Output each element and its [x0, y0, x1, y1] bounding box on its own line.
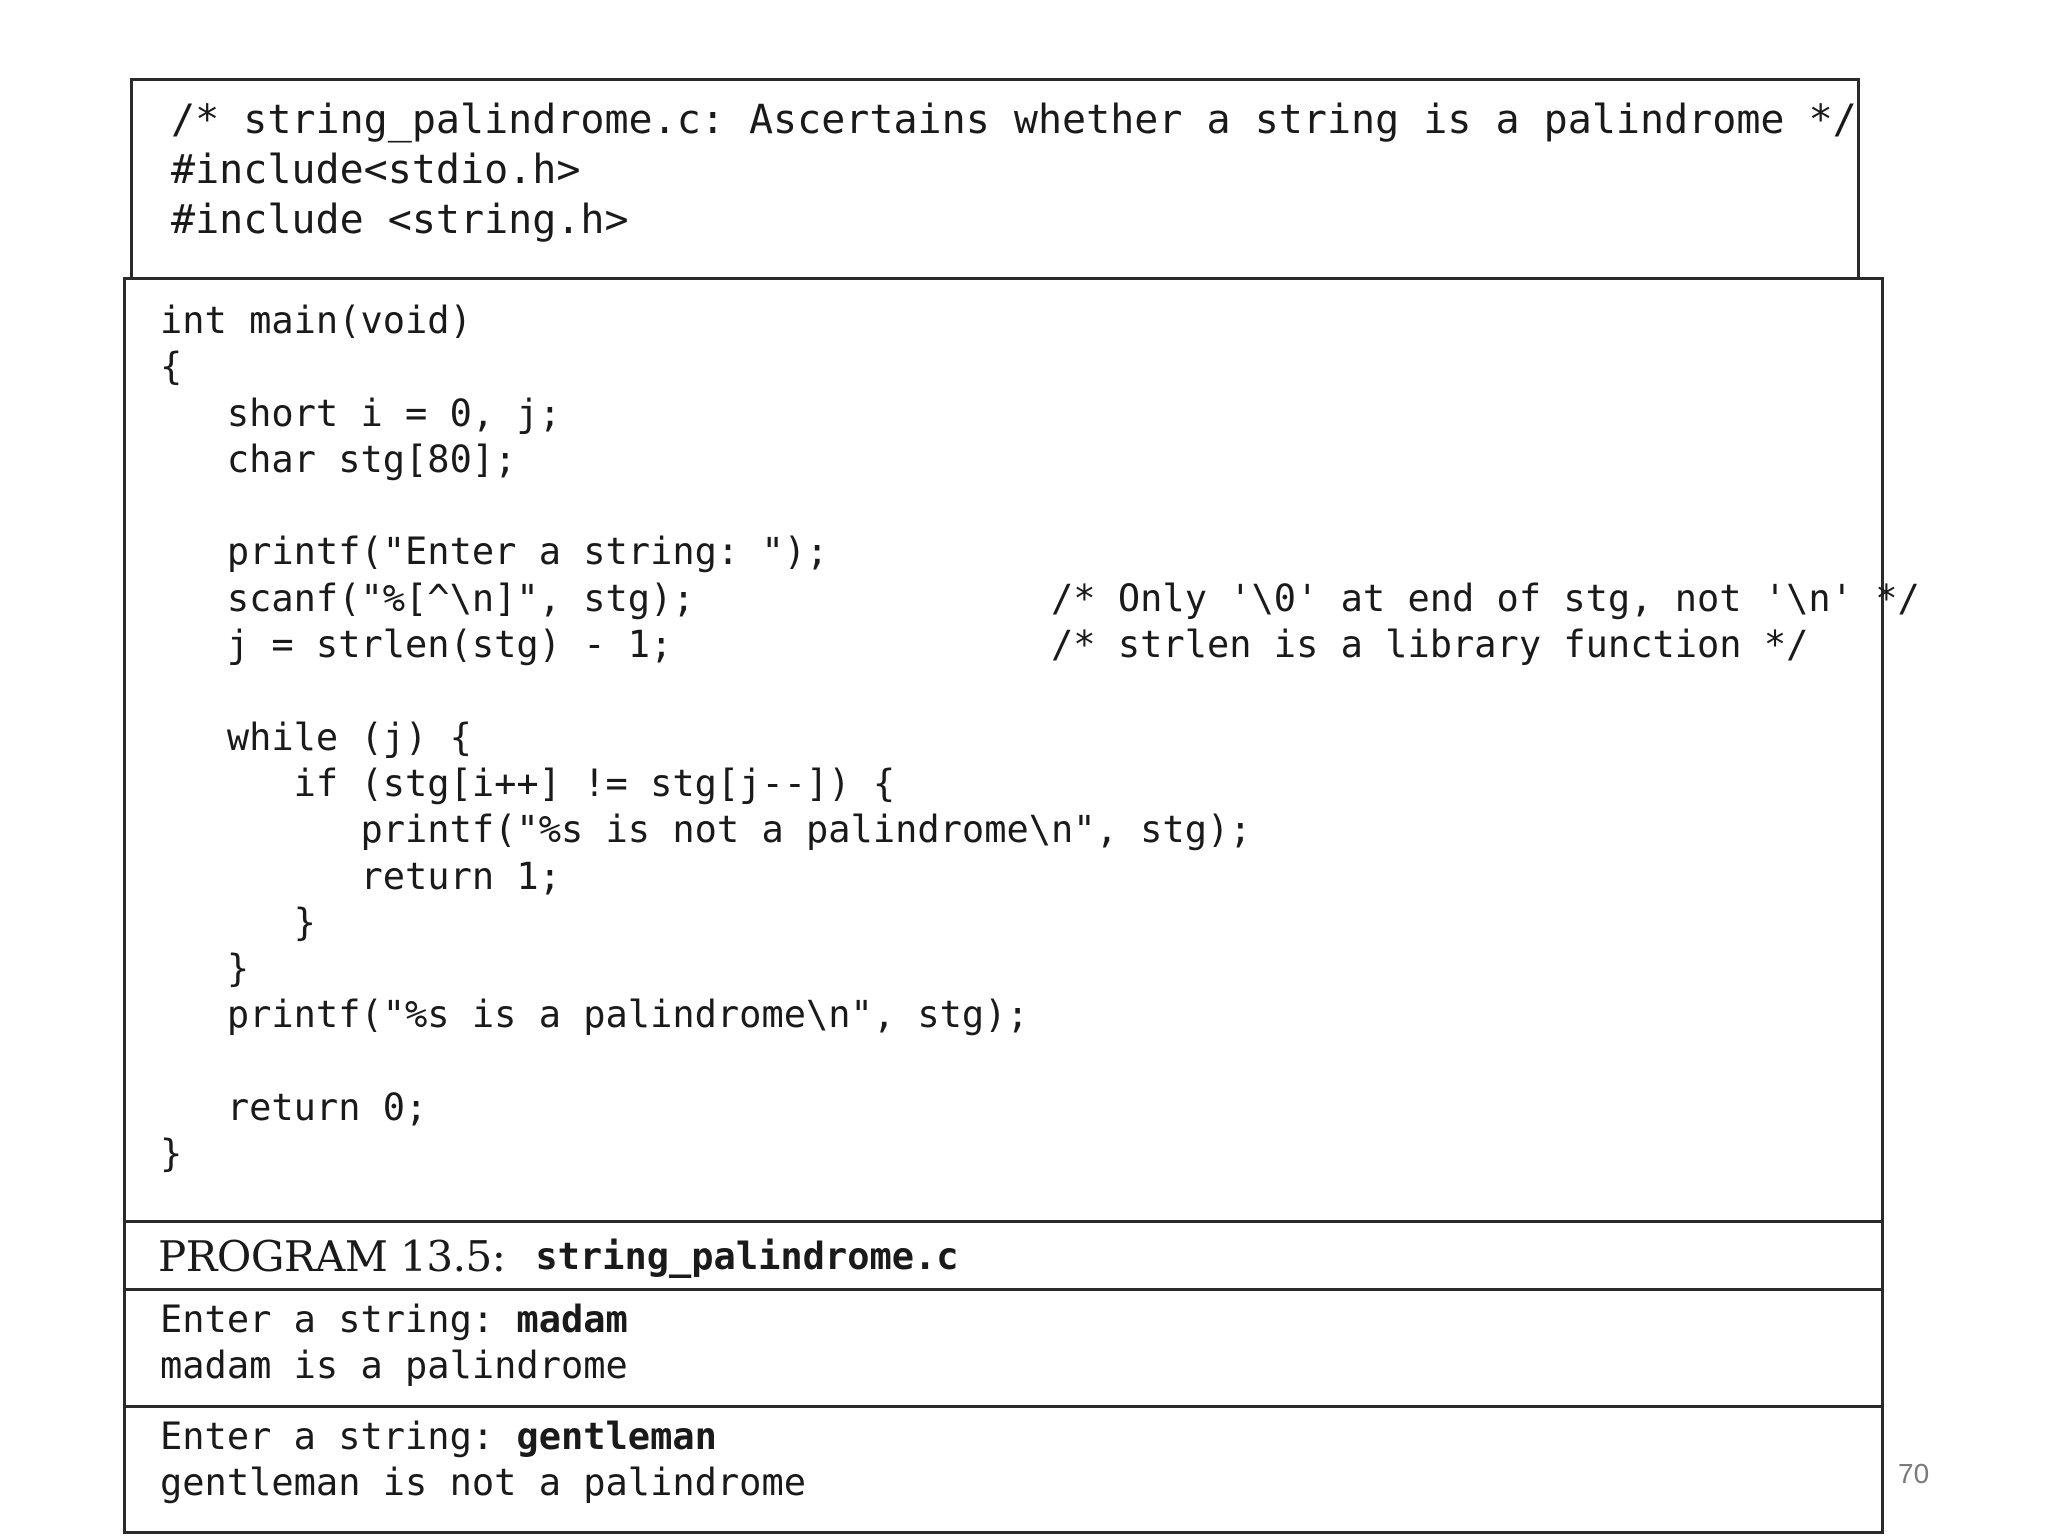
output-top-divider: [126, 1288, 1881, 1291]
run-output: madam is a palindrome: [160, 1344, 628, 1388]
caption-label: PROGRAM 13.5:: [158, 1231, 506, 1281]
run-prompt: Enter a string:: [160, 1415, 517, 1458]
caption-top-divider: [126, 1220, 1881, 1223]
program-caption: PROGRAM 13.5: string_palindrome.c: [158, 1230, 959, 1282]
run-prompt: Enter a string:: [160, 1298, 517, 1341]
run-output: gentleman is not a palindrome: [160, 1461, 807, 1505]
run-input: gentleman: [516, 1415, 717, 1458]
output-run-divider: [126, 1405, 1881, 1408]
sample-run-2: Enter a string: gentleman gentleman is n…: [160, 1414, 806, 1507]
page-number: 70: [1898, 1458, 1930, 1489]
caption-filename: string_palindrome.c: [535, 1234, 959, 1278]
header-code-block: /* string_palindrome.c: Ascertains wheth…: [171, 97, 1857, 243]
program-listing-box: int main(void) { short i = 0, j; char st…: [123, 277, 1920, 1534]
program-code-block: int main(void) { short i = 0, j; char st…: [160, 299, 1920, 1176]
header-code-box: /* string_palindrome.c: Ascertains wheth…: [130, 78, 1860, 278]
sample-run-1: Enter a string: madam madam is a palindr…: [160, 1297, 628, 1390]
run-input: madam: [516, 1298, 628, 1341]
